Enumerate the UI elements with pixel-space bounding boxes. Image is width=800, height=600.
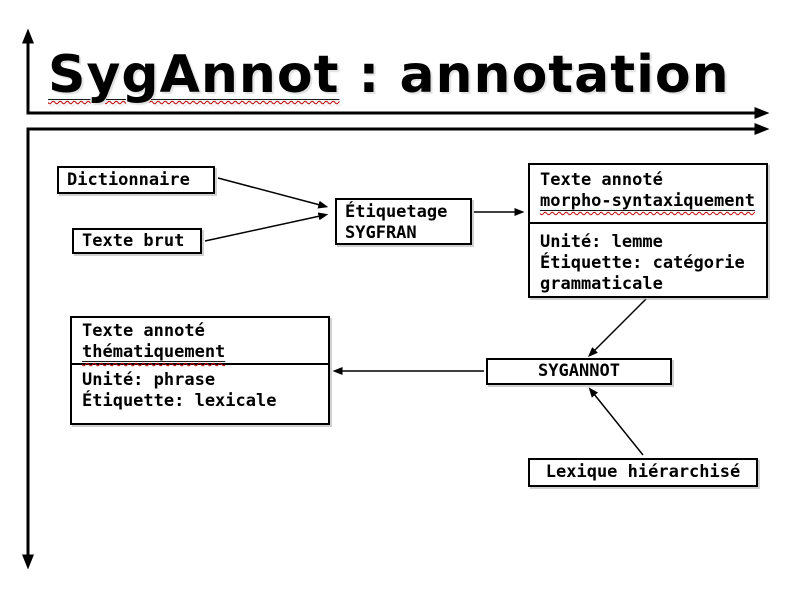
node-lexique-label: Lexique hiérarchisé: [545, 462, 741, 482]
node-texte-annote-morpho-header: Texte annoté morpho-syntaxiquement: [530, 165, 766, 224]
node-lexique-hierarchise: Lexique hiérarchisé: [528, 458, 758, 487]
node-texte-annote-thematique: Texte annoté thématiquement Unité: phras…: [70, 316, 330, 425]
slide-title: SygAnnot : annotation: [48, 48, 730, 103]
node-texte-annote-morpho: Texte annoté morpho-syntaxiquement Unité…: [528, 163, 768, 298]
thematique-body-line2: Étiquette: lexicale: [82, 391, 277, 411]
node-dictionnaire: Dictionnaire: [57, 166, 215, 194]
node-sygannot-label: SYGANNOT: [538, 361, 620, 381]
node-texte-annote-morpho-body: Unité: lemme Étiquette: catégorie gramma…: [530, 224, 766, 295]
node-texte-brut-label: Texte brut: [82, 230, 185, 251]
thematique-squiggle-wrap: thématiquement: [82, 342, 225, 362]
thematique-header-line2: thématiquement: [82, 342, 328, 363]
morpho-header-line2-text: morpho-syntaxiquement: [540, 191, 755, 211]
morpho-header-line1: Texte annoté: [540, 170, 663, 190]
morpho-body-line2: Étiquette: catégorie: [540, 253, 745, 273]
morpho-body-line1: Unité: lemme: [540, 232, 663, 252]
title-squiggle-wrap: SygAnnot: [48, 45, 339, 105]
morpho-header-line2: morpho-syntaxiquement: [540, 191, 766, 212]
node-texte-annote-thematique-body: Unité: phrase Étiquette: lexicale: [72, 365, 328, 412]
node-sygannot: SYGANNOT: [486, 358, 672, 385]
arrow-lexique-to-sygannot: [588, 387, 644, 456]
arrow-morpho-to-sygannot: [587, 298, 647, 358]
node-etiquetage-line1: Étiquetage: [345, 202, 448, 222]
morpho-squiggle-wrap: morpho-syntaxiquement: [540, 191, 755, 211]
node-etiquetage-line2: SYGFRAN: [345, 223, 417, 243]
thematique-body-line1: Unité: phrase: [82, 370, 216, 390]
title-rest: : annotation: [339, 45, 730, 105]
arrow-texte-brut-to-etiquetage: [204, 212, 329, 242]
node-dictionnaire-label: Dictionnaire: [67, 169, 190, 190]
title-word-sygannot: SygAnnot: [48, 45, 340, 105]
morpho-body-line3: grammaticale: [540, 274, 663, 294]
node-etiquetage-sygfran: Étiquetage SYGFRAN: [335, 198, 472, 245]
thematique-header-line1: Texte annoté: [82, 321, 205, 341]
arrow-dictionnaire-to-etiquetage: [217, 177, 329, 209]
node-texte-brut: Texte brut: [72, 228, 202, 254]
node-texte-annote-thematique-header: Texte annoté thématiquement: [72, 318, 328, 365]
thematique-header-line2-text: thématiquement: [82, 342, 226, 362]
